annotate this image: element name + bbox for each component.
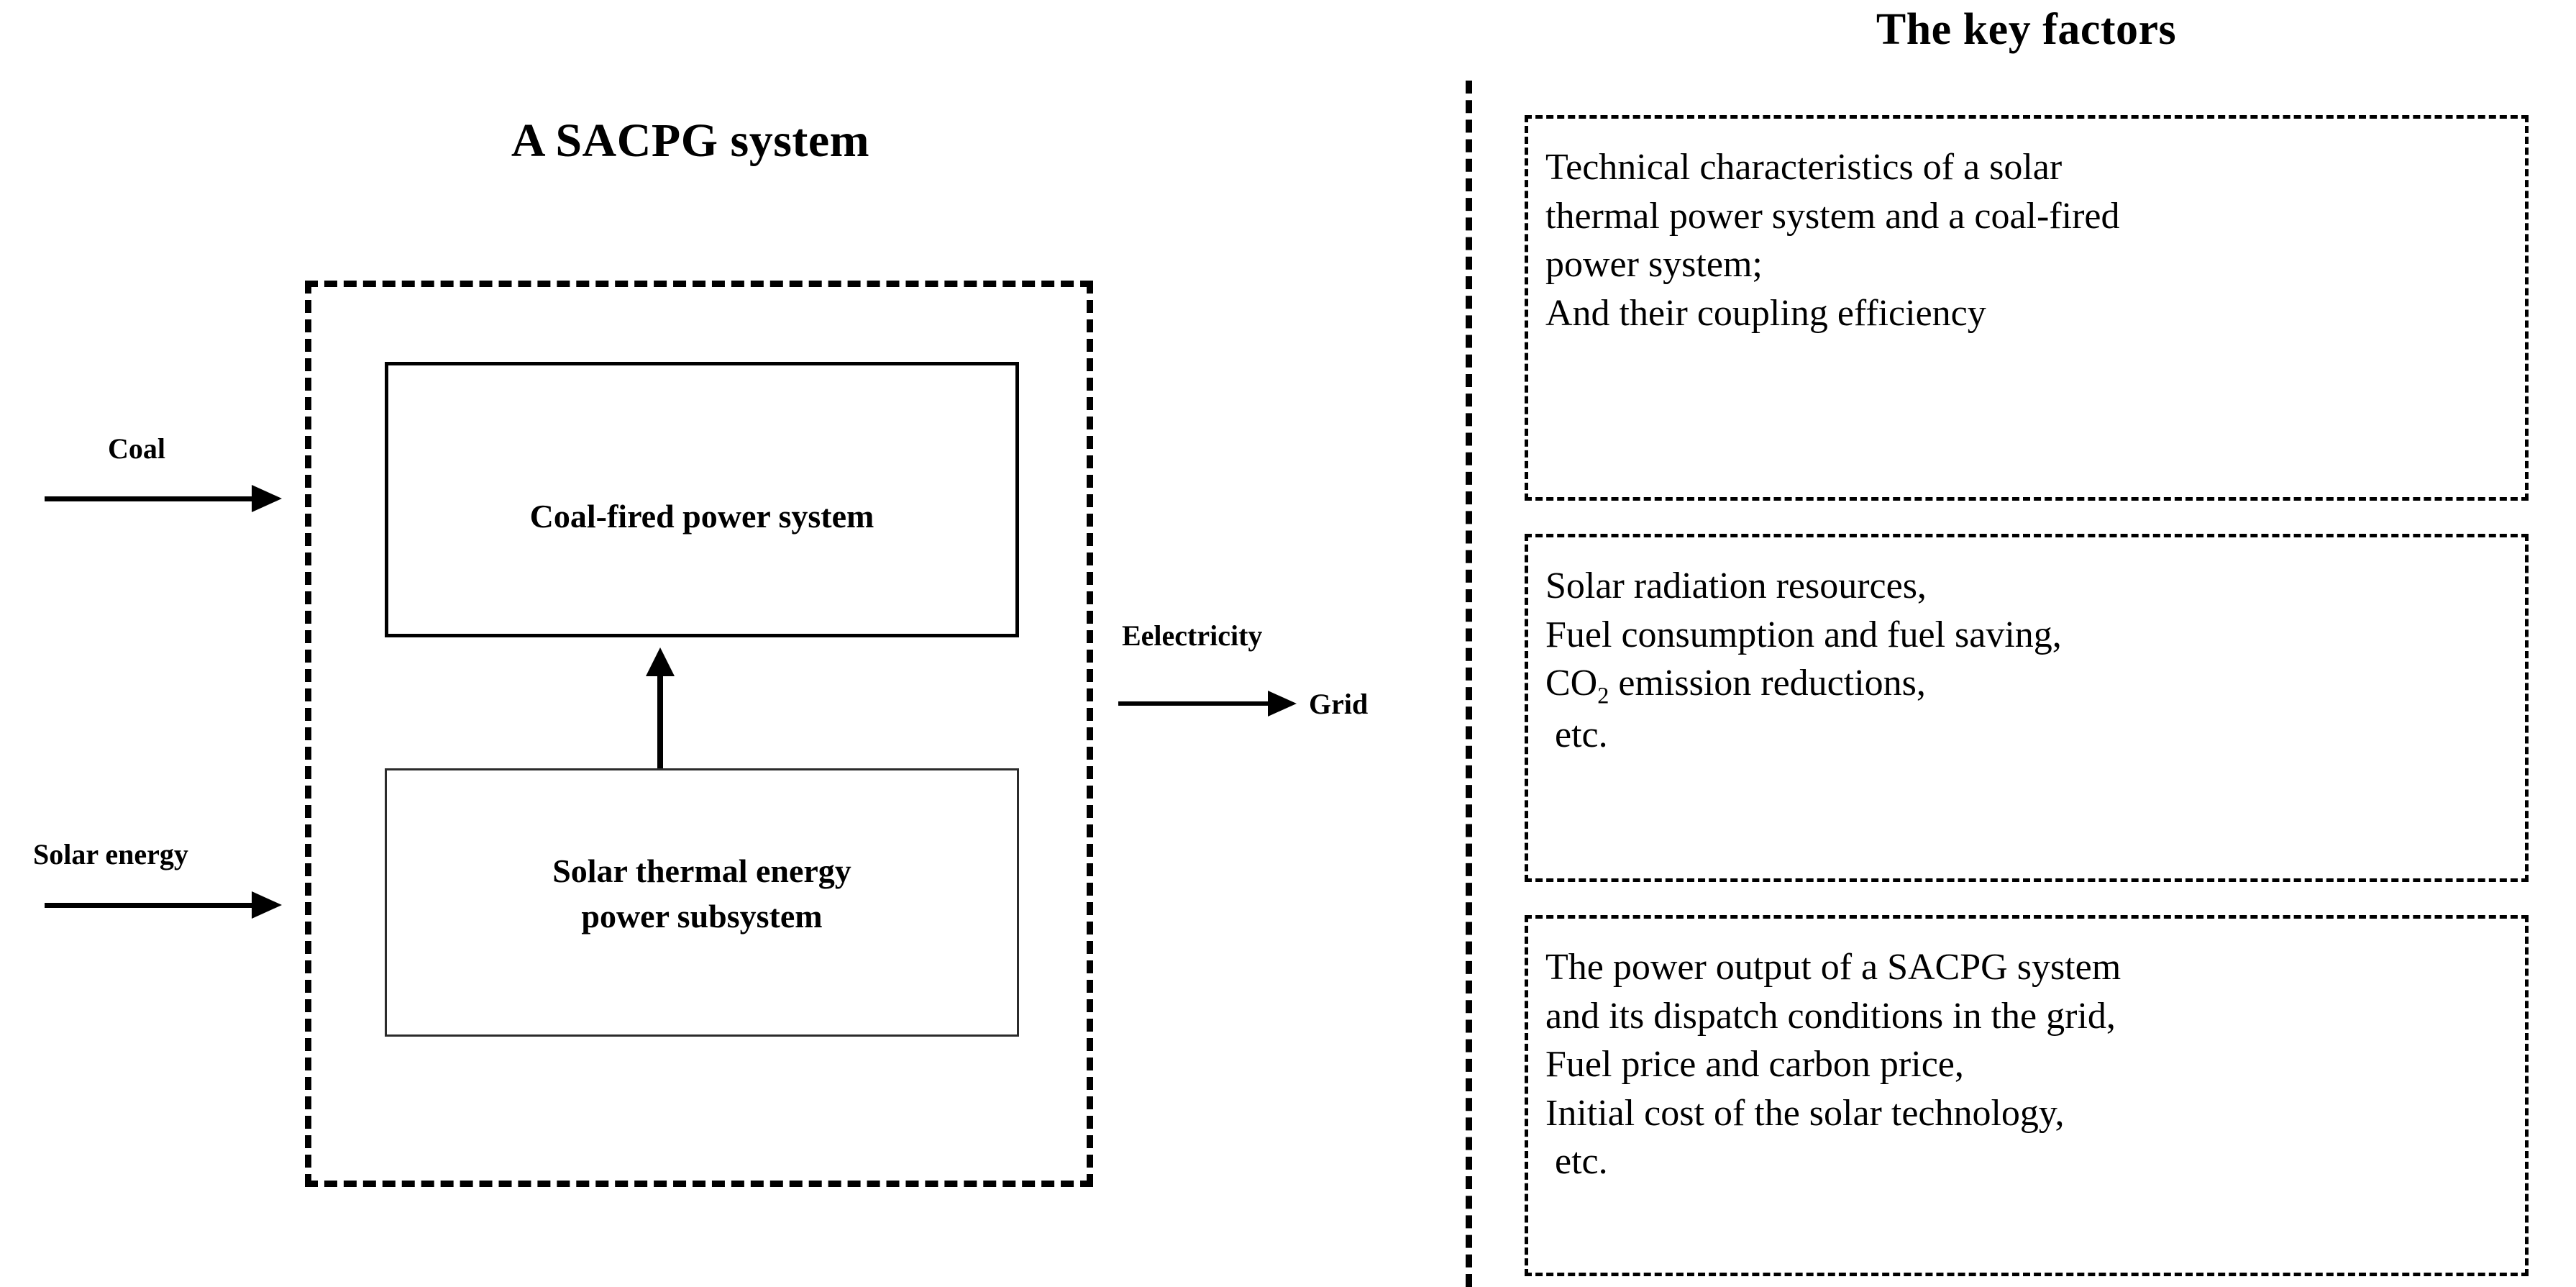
key-factor-line: power system; [1545,244,1763,286]
key-factor-line: Fuel price and carbon price, [1545,1044,1964,1086]
up-arrow-icon [646,647,675,768]
key-factor-line: Solar radiation resources, [1545,565,1927,606]
grid-label: Grid [1309,688,1369,720]
sacpg-system-boundary [305,281,1093,1187]
key-factor-line: Fuel consumption and fuel saving, [1545,614,2062,655]
sacpg-system-title: A SACPG system [511,114,870,167]
coal-fired-power-system-label: Coal-fired power system [529,498,874,535]
arrow-head [646,647,675,676]
solar-thermal-power-subsystem-block: Solar thermal energy power subsystem [385,768,1019,1037]
coal-input-label: Coal [108,432,165,465]
co2-suffix: emission reductions, [1609,663,1926,704]
key-factor-box-resources: Solar radiation resources, Fuel consumpt… [1525,534,2529,882]
solar-subsystem-label: Solar thermal energy power subsystem [552,849,851,938]
key-factors-title: The key factors [1876,5,2177,54]
key-factor-line: etc. [1545,714,1608,756]
arrow-head [1268,691,1297,717]
key-factor-line: The power output of a SACPG system [1545,947,2121,988]
arrow-shaft [45,903,255,908]
arrow-head [252,891,282,919]
solar-subsystem-label-line2: power subsystem [581,897,823,934]
arrow-shaft [657,668,663,768]
co2-prefix: CO [1545,663,1598,704]
key-factor-line: Initial cost of the solar technology, [1545,1092,2065,1134]
arrow-head [252,485,282,512]
key-factor-box-technical: Technical characteristics of a solar the… [1525,115,2529,501]
arrow-shaft [45,496,255,501]
key-factor-line: And their coupling efficiency [1545,292,1986,334]
arrow-shaft [1118,701,1271,706]
solar-energy-input-label: Solar energy [33,838,188,870]
coal-fired-power-system-block: Coal-fired power system [385,362,1019,637]
electricity-output-label: Eelectricity [1122,619,1263,652]
key-factor-line: and its dispatch conditions in the grid, [1545,995,2116,1037]
solar-subsystem-label-line1: Solar thermal energy [552,852,851,890]
key-factor-line: Technical characteristics of a solar [1545,147,2063,188]
co2-subscript: 2 [1597,682,1609,709]
key-factor-line: etc. [1545,1141,1608,1183]
panel-divider [1466,81,1472,1287]
key-factor-line: thermal power system and a coal-fired [1545,195,2120,237]
key-factor-box-economics: The power output of a SACPG system and i… [1525,915,2529,1276]
key-factor-line-co2: CO2 emission reductions, [1545,659,2503,711]
